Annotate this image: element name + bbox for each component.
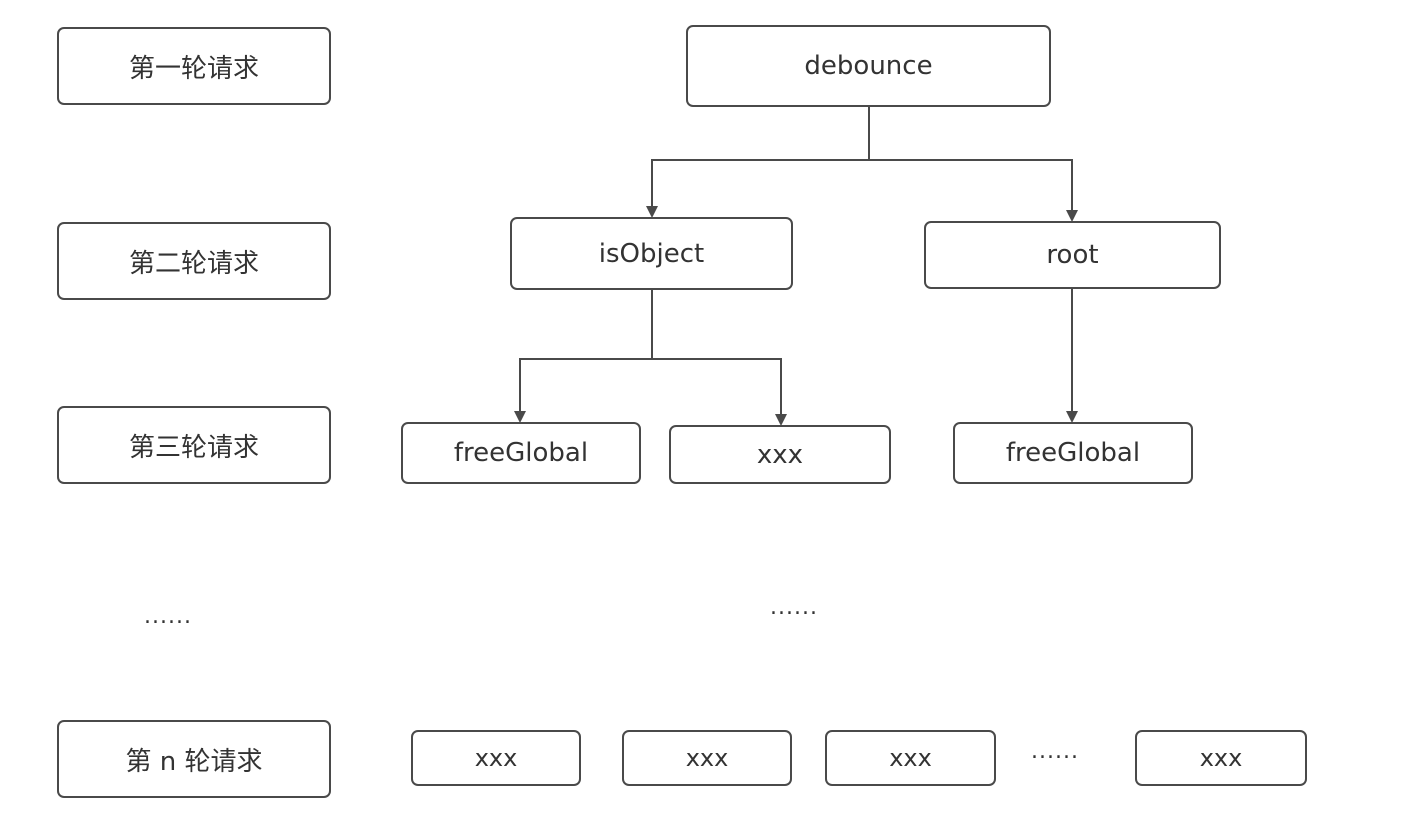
node-xxx-n1: xxx bbox=[411, 730, 581, 786]
edge-debounce-isobject bbox=[646, 106, 870, 218]
node-freeglobal-left: freeGlobal bbox=[401, 422, 641, 484]
round-n-label: 第 n 轮请求 bbox=[57, 720, 331, 798]
node-xxx-level3: xxx bbox=[669, 425, 891, 484]
node-xxx-n2: xxx bbox=[622, 730, 792, 786]
tree-ellipsis: ...... bbox=[770, 595, 818, 620]
leveln-ellipsis: ...... bbox=[1031, 739, 1079, 764]
node-isobject: isObject bbox=[510, 217, 793, 290]
node-freeglobal-right: freeGlobal bbox=[953, 422, 1193, 484]
round-1-label: 第一轮请求 bbox=[57, 27, 331, 105]
edge-debounce-root bbox=[869, 159, 1078, 222]
edge-isobject-xxx bbox=[652, 358, 787, 426]
round-2-label: 第二轮请求 bbox=[57, 222, 331, 300]
node-debounce: debounce bbox=[686, 25, 1051, 107]
node-root: root bbox=[924, 221, 1221, 289]
node-xxx-n4: xxx bbox=[1135, 730, 1307, 786]
node-xxx-n3: xxx bbox=[825, 730, 996, 786]
edge-isobject-freeglobal bbox=[514, 290, 653, 423]
rounds-ellipsis: ...... bbox=[144, 604, 192, 629]
round-3-label: 第三轮请求 bbox=[57, 406, 331, 484]
